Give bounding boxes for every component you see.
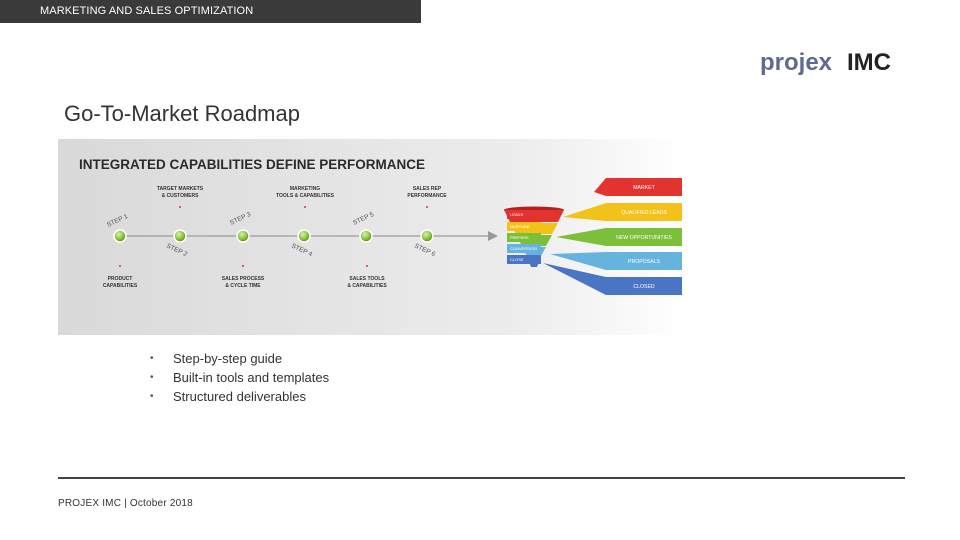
bullet-glyph: • xyxy=(150,353,154,364)
top-marker-1 xyxy=(179,206,181,208)
bottom-label-2: SALES PROCESS & CYCLE TIME xyxy=(222,276,265,289)
bullet-item: • Step-by-step guide xyxy=(150,349,329,368)
timeline-arrowhead xyxy=(488,231,498,241)
top-label-1-line2: & CUSTOMERS xyxy=(162,193,200,199)
bullet-glyph: • xyxy=(150,391,154,402)
stage-arrow-qualified-leads xyxy=(563,203,682,221)
step-node-3 xyxy=(236,229,250,243)
funnel-label-3: PREPARE xyxy=(510,235,529,240)
bottom-label-2-line1: SALES PROCESS xyxy=(222,276,265,282)
stage-label-closed: CLOSED xyxy=(633,284,655,290)
step-nodes xyxy=(113,229,434,243)
stage-arrow-proposals xyxy=(550,252,682,270)
stage-arrow-new-opportunities xyxy=(556,228,682,246)
stage-arrow-closed xyxy=(543,263,682,295)
bottom-label-1: PRODUCT CAPABILITIES xyxy=(103,276,138,289)
funnel-tag-5 xyxy=(507,255,541,264)
bottom-label-3: SALES TOOLS & CAPABILITIES xyxy=(347,276,387,289)
step-node-4 xyxy=(297,229,311,243)
top-label-3-line2: PERFORMANCE xyxy=(407,193,447,199)
stage-arrows: MARKET QUALIFIED LEADS NEW OPPORTUNITIES… xyxy=(543,178,682,295)
funnel-tag-3 xyxy=(507,233,541,242)
footer-text: PROJEX IMC | October 2018 xyxy=(58,498,193,509)
bottom-marker-3 xyxy=(366,265,368,267)
funnel-label-4: CONVERSION xyxy=(510,246,537,251)
section-header-bar: MARKETING AND SALES OPTIMIZATION xyxy=(0,0,421,23)
bullet-list: • Step-by-step guide • Built-in tools and … xyxy=(150,349,329,406)
top-label-3: SALES REP PERFORMANCE xyxy=(407,186,447,199)
slide-title: Go-To-Market Roadmap xyxy=(64,101,300,126)
bottom-label-1-line1: PRODUCT xyxy=(108,276,133,282)
step-node-2 xyxy=(173,229,187,243)
bullet-text: Built-in tools and templates xyxy=(173,370,330,385)
stage-label-qualified-leads: QUALIFIED LEADS xyxy=(621,210,667,216)
step-node-1 xyxy=(113,229,127,243)
top-label-2-line1: MARKETING xyxy=(290,186,320,192)
logo-text-projex: projex xyxy=(760,49,833,76)
bullet-text: Step-by-step guide xyxy=(173,351,283,366)
top-label-1: TARGET MARKETS & CUSTOMERS xyxy=(157,186,204,199)
top-label-3-line1: SALES REP xyxy=(413,186,442,192)
bottom-label-3-line2: & CAPABILITIES xyxy=(347,283,387,289)
step-node-6 xyxy=(420,229,434,243)
bullet-glyph: • xyxy=(150,372,154,383)
top-label-1-line1: TARGET MARKETS xyxy=(157,186,204,192)
top-label-2: MARKETING TOOLS & CAPABILITIES xyxy=(276,186,335,199)
stage-arrow-market xyxy=(594,178,682,196)
stage-label-new-opportunities: NEW OPPORTUNITIES xyxy=(616,235,672,241)
funnel-label-5: CLOSE xyxy=(510,257,524,262)
funnel-label-2: NURTURE xyxy=(510,224,530,229)
bottom-marker-1 xyxy=(119,265,121,267)
funnel-label-1: LEADS xyxy=(510,212,523,217)
top-marker-2 xyxy=(304,206,306,208)
bottom-marker-2 xyxy=(242,265,244,267)
footer-divider xyxy=(58,477,905,479)
bullet-item: • Structured deliverables xyxy=(150,387,329,406)
section-label: MARKETING AND SALES OPTIMIZATION xyxy=(40,5,254,17)
funnel-tag-4 xyxy=(507,244,541,253)
graphic-heading: INTEGRATED CAPABILITIES DEFINE PERFORMAN… xyxy=(79,157,425,172)
stage-label-proposals: PROPOSALS xyxy=(628,259,661,265)
funnel-tag-2 xyxy=(507,222,541,231)
top-marker-3 xyxy=(426,206,428,208)
step-node-5 xyxy=(359,229,373,243)
stage-label-market: MARKET xyxy=(633,185,655,191)
bottom-label-1-line2: CAPABILITIES xyxy=(103,283,138,289)
bottom-label-2-line2: & CYCLE TIME xyxy=(225,283,261,289)
bullet-item: • Built-in tools and templates xyxy=(150,368,329,387)
top-label-2-line2: TOOLS & CAPABILITIES xyxy=(276,193,335,199)
projex-imc-logo: projex IMC xyxy=(760,49,891,76)
logo-text-imc: IMC xyxy=(847,49,891,76)
roadmap-graphic: INTEGRATED CAPABILITIES DEFINE PERFORMAN… xyxy=(58,139,686,335)
funnel-labels: LEADS NURTURE PREPARE CONVERSION CLOSE xyxy=(507,210,541,264)
funnel-tag-1 xyxy=(507,210,541,219)
bottom-label-3-line1: SALES TOOLS xyxy=(349,276,385,282)
bullet-text: Structured deliverables xyxy=(173,389,306,404)
